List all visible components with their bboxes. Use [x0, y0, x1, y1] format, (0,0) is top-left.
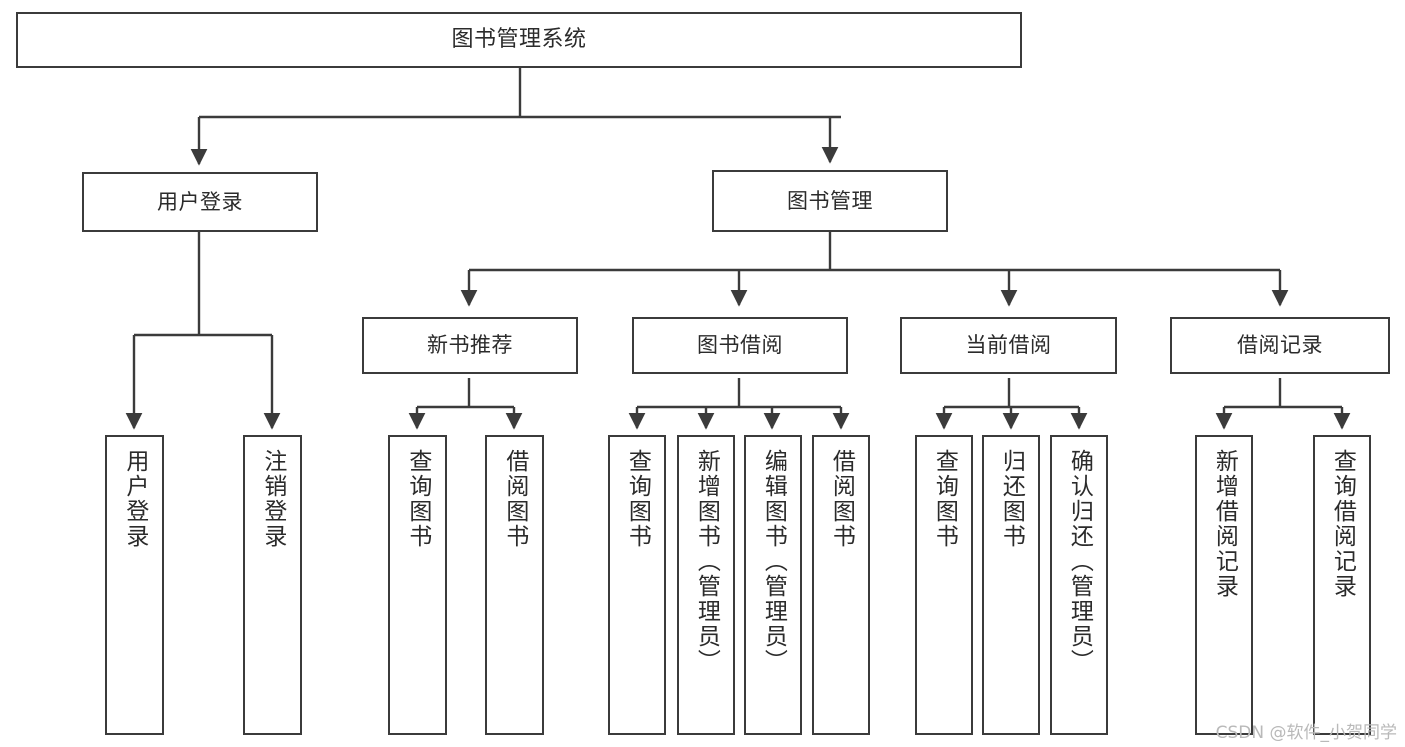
leaf-user-login[interactable]: 用户登录 [105, 435, 164, 735]
leaf-confirm-return[interactable]: 确认归还（管理员） [1050, 435, 1108, 735]
node-borrow-record[interactable]: 借阅记录 [1170, 317, 1390, 374]
watermark-credit: CSDN @软件_小贺同学 [1215, 723, 1397, 743]
node-label: 借阅记录 [1237, 333, 1323, 358]
node-label: 用户登录 [157, 189, 243, 214]
node-book-management[interactable]: 图书管理 [712, 170, 948, 232]
node-label: 新书推荐 [427, 333, 513, 358]
leaf-logout[interactable]: 注销登录 [243, 435, 302, 735]
node-label: 查询图书 [404, 449, 431, 549]
node-label: 注销登录 [259, 449, 286, 549]
leaf-borrow-book-new-book-rec[interactable]: 借阅图书 [485, 435, 544, 735]
node-label: 查询图书 [931, 449, 958, 549]
leaf-query-book-new-book-rec[interactable]: 查询图书 [388, 435, 447, 735]
node-label: 借阅图书 [501, 449, 528, 549]
leaf-add-borrow-record[interactable]: 新增借阅记录 [1195, 435, 1253, 735]
node-label: 当前借阅 [965, 333, 1052, 358]
node-label: 确认归还（管理员） [1066, 449, 1093, 674]
node-label: 图书借阅 [697, 333, 783, 358]
leaf-query-book-current-borrow[interactable]: 查询图书 [915, 435, 973, 735]
leaf-borrow-book-book-borrow[interactable]: 借阅图书 [812, 435, 870, 735]
leaf-edit-book[interactable]: 编辑图书（管理员） [744, 435, 802, 735]
node-label: 查询图书 [624, 449, 651, 549]
leaf-add-book[interactable]: 新增图书（管理员） [677, 435, 735, 735]
node-user-login[interactable]: 用户登录 [82, 172, 318, 232]
leaf-query-book-book-borrow[interactable]: 查询图书 [608, 435, 666, 735]
node-label: 新增图书（管理员） [693, 449, 720, 674]
node-label: 新增借阅记录 [1211, 449, 1238, 599]
node-label: 图书管理系统 [451, 27, 587, 53]
node-label: 归还图书 [998, 449, 1025, 549]
node-label: 查询借阅记录 [1329, 449, 1356, 599]
node-label: 图书管理 [787, 188, 873, 213]
node-label: 编辑图书（管理员） [760, 449, 787, 674]
node-current-borrow[interactable]: 当前借阅 [900, 317, 1117, 374]
node-new-book-recommendation[interactable]: 新书推荐 [362, 317, 578, 374]
node-label: 借阅图书 [828, 449, 855, 549]
leaf-query-borrow-record[interactable]: 查询借阅记录 [1313, 435, 1371, 735]
node-label: 用户登录 [121, 449, 148, 549]
leaf-return-book[interactable]: 归还图书 [982, 435, 1040, 735]
node-root-book-management-system[interactable]: 图书管理系统 [16, 12, 1022, 68]
node-book-borrow[interactable]: 图书借阅 [632, 317, 848, 374]
